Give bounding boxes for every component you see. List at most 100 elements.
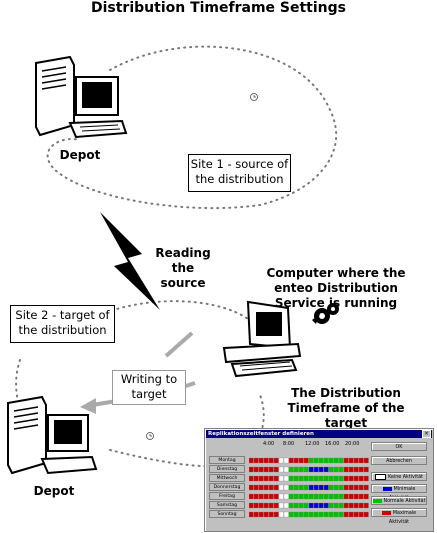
schedule-cell[interactable] (249, 511, 254, 518)
schedule-cell[interactable] (258, 475, 264, 482)
schedule-cell[interactable] (288, 475, 294, 482)
schedule-cell[interactable] (278, 475, 284, 482)
schedule-cell[interactable] (333, 493, 339, 500)
schedule-cell[interactable] (328, 502, 334, 509)
schedule-cell[interactable] (348, 493, 354, 500)
schedule-cell[interactable] (268, 511, 274, 518)
schedule-cell[interactable] (263, 493, 269, 500)
schedule-cell[interactable] (288, 502, 294, 509)
schedule-cell[interactable] (278, 511, 284, 518)
schedule-cell[interactable] (353, 475, 359, 482)
schedule-cell[interactable] (288, 493, 294, 500)
schedule-cell[interactable] (363, 475, 369, 482)
schedule-cell[interactable] (363, 511, 369, 518)
schedule-cell[interactable] (268, 484, 274, 491)
schedule-cell[interactable] (278, 502, 284, 509)
schedule-cell[interactable] (278, 484, 284, 491)
schedule-cell[interactable] (333, 466, 339, 473)
schedule-cell[interactable] (258, 502, 264, 509)
schedule-cell[interactable] (253, 502, 259, 509)
schedule-cell[interactable] (283, 457, 289, 464)
schedule-cell[interactable] (278, 466, 284, 473)
schedule-cell[interactable] (298, 493, 304, 500)
schedule-cell[interactable] (253, 484, 259, 491)
schedule-cell[interactable] (298, 457, 304, 464)
schedule-cell[interactable] (308, 484, 314, 491)
schedule-cell[interactable] (253, 493, 259, 500)
schedule-cell[interactable] (358, 484, 364, 491)
schedule-cell[interactable] (333, 484, 339, 491)
day-button-friday[interactable]: Freitag (209, 492, 245, 500)
schedule-cell[interactable] (338, 457, 344, 464)
schedule-cell[interactable] (273, 457, 279, 464)
schedule-cell[interactable] (323, 484, 329, 491)
schedule-cell[interactable] (338, 466, 344, 473)
schedule-cell[interactable] (358, 466, 364, 473)
schedule-cell[interactable] (348, 502, 354, 509)
schedule-cell[interactable] (313, 493, 319, 500)
schedule-cell[interactable] (313, 466, 319, 473)
schedule-cell[interactable] (333, 502, 339, 509)
schedule-cell[interactable] (258, 484, 264, 491)
schedule-cell[interactable] (323, 493, 329, 500)
schedule-cell[interactable] (283, 466, 289, 473)
schedule-cell[interactable] (268, 493, 274, 500)
schedule-cell[interactable] (303, 484, 309, 491)
schedule-cell[interactable] (283, 511, 289, 518)
schedule-cell[interactable] (323, 457, 329, 464)
schedule-cell[interactable] (343, 493, 349, 500)
schedule-cell[interactable] (318, 475, 324, 482)
schedule-cell[interactable] (293, 493, 299, 500)
schedule-cell[interactable] (333, 457, 339, 464)
schedule-cell[interactable] (288, 457, 294, 464)
schedule-cell[interactable] (333, 475, 339, 482)
schedule-cell[interactable] (338, 511, 344, 518)
schedule-cell[interactable] (343, 457, 349, 464)
schedule-cell[interactable] (348, 484, 354, 491)
schedule-cell[interactable] (303, 475, 309, 482)
schedule-cell[interactable] (338, 502, 344, 509)
schedule-cell[interactable] (343, 466, 349, 473)
schedule-cell[interactable] (273, 493, 279, 500)
schedule-cell[interactable] (303, 493, 309, 500)
schedule-cell[interactable] (308, 502, 314, 509)
schedule-cell[interactable] (358, 493, 364, 500)
schedule-cell[interactable] (258, 511, 264, 518)
schedule-cell[interactable] (263, 457, 269, 464)
schedule-cell[interactable] (313, 511, 319, 518)
schedule-cell[interactable] (268, 457, 274, 464)
schedule-cell[interactable] (263, 511, 269, 518)
schedule-cell[interactable] (318, 466, 324, 473)
schedule-cell[interactable] (313, 475, 319, 482)
schedule-cell[interactable] (333, 511, 339, 518)
schedule-cell[interactable] (288, 484, 294, 491)
schedule-cell[interactable] (358, 457, 364, 464)
schedule-cell[interactable] (328, 457, 334, 464)
schedule-cell[interactable] (323, 502, 329, 509)
schedule-cell[interactable] (328, 511, 334, 518)
day-button-tuesday[interactable]: Dienstag (209, 465, 245, 473)
schedule-cell[interactable] (363, 457, 369, 464)
schedule-cell[interactable] (263, 502, 269, 509)
schedule-cell[interactable] (268, 475, 274, 482)
schedule-cell[interactable] (318, 493, 324, 500)
schedule-cell[interactable] (353, 457, 359, 464)
schedule-cell[interactable] (353, 502, 359, 509)
schedule-cell[interactable] (308, 457, 314, 464)
schedule-cell[interactable] (363, 466, 369, 473)
schedule-cell[interactable] (263, 484, 269, 491)
schedule-cell[interactable] (249, 457, 254, 464)
schedule-cell[interactable] (348, 475, 354, 482)
schedule-cell[interactable] (253, 511, 259, 518)
schedule-cell[interactable] (353, 511, 359, 518)
schedule-cell[interactable] (358, 475, 364, 482)
schedule-cell[interactable] (343, 484, 349, 491)
schedule-cell[interactable] (273, 466, 279, 473)
schedule-cell[interactable] (293, 511, 299, 518)
day-button-monday[interactable]: Montag (209, 456, 245, 464)
schedule-cell[interactable] (253, 475, 259, 482)
schedule-cell[interactable] (268, 466, 274, 473)
schedule-cell[interactable] (278, 457, 284, 464)
schedule-cell[interactable] (343, 475, 349, 482)
schedule-cell[interactable] (249, 466, 254, 473)
